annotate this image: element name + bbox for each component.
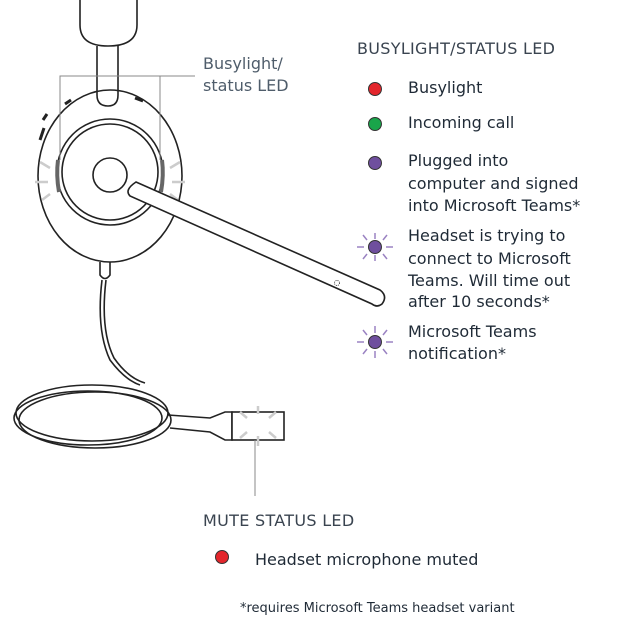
red-dot-icon (215, 550, 229, 564)
purple-dot-icon (368, 156, 382, 170)
legend-connecting-line1: Headset is trying to (408, 226, 566, 245)
callout-label-line1: Busylight/ (203, 54, 283, 73)
usb-connector (231, 411, 285, 441)
legend-incoming-call: Incoming call (408, 113, 515, 132)
legend-mic-muted: Headset microphone muted (255, 550, 479, 569)
mute-led-glow (239, 406, 277, 446)
cable-coil (13, 384, 172, 449)
ear-cushion-outer (56, 118, 164, 226)
ear-cushion-inner (61, 123, 159, 221)
flash-rays-2 (357, 326, 393, 358)
microphone-boom (127, 181, 386, 307)
flashing-purple-dot-icon (368, 335, 382, 349)
headband-stem (96, 46, 119, 107)
callout-label-line2: status LED (203, 76, 289, 95)
legend-busylight: Busylight (408, 78, 483, 97)
legend-plugged-line1: Plugged into (408, 151, 509, 170)
mute-section-title: MUTE STATUS LED (203, 511, 355, 530)
speaker-hub (92, 157, 128, 193)
legend-teams-notification-line1: Microsoft Teams (408, 322, 537, 341)
cable (99, 279, 141, 386)
red-dot-icon (368, 82, 382, 96)
flash-rays-1 (357, 233, 393, 261)
flashing-purple-dot-icon (368, 240, 382, 254)
busylight-section-title: BUSYLIGHT/STATUS LED (357, 39, 556, 58)
led-glow-right (169, 160, 185, 201)
legend-plugged-line3: into Microsoft Teams* (408, 196, 581, 215)
legend-connecting-line2: connect to Microsoft (408, 249, 571, 268)
legend-connecting-line3: Teams. Will time out (408, 271, 571, 290)
legend-plugged-line2: computer and signed (408, 174, 579, 193)
green-dot-icon (368, 117, 382, 131)
legend-connecting-line4: after 10 seconds* (408, 292, 550, 311)
callout-bracket (59, 75, 195, 160)
led-glow-left (35, 160, 51, 201)
headband (79, 0, 138, 47)
footnote: *requires Microsoft Teams headset varian… (240, 601, 515, 616)
legend-teams-notification-line2: notification* (408, 344, 506, 363)
